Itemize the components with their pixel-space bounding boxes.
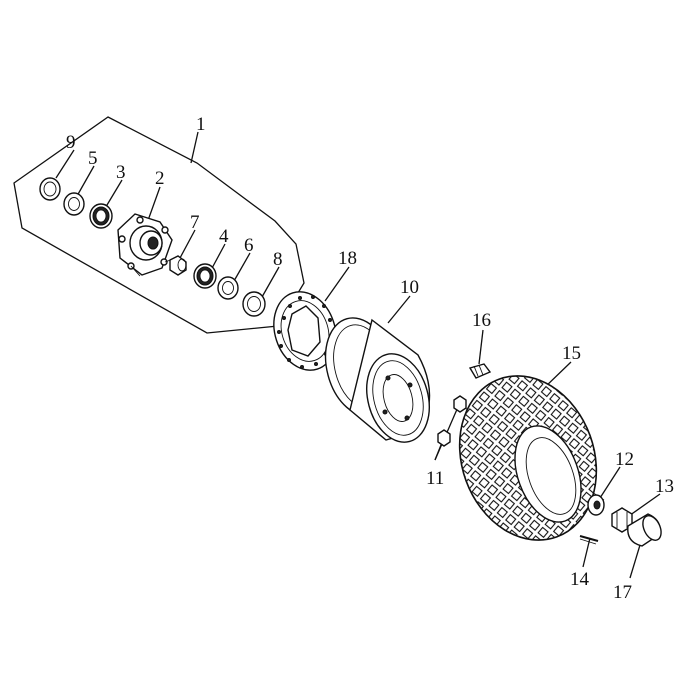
callout-10: 10 bbox=[400, 277, 419, 298]
part-3-bearing bbox=[89, 203, 113, 229]
callout-18: 18 bbox=[338, 248, 357, 269]
callout-5: 5 bbox=[88, 148, 98, 169]
callout-9: 9 bbox=[66, 132, 76, 153]
part-16-valve bbox=[468, 363, 492, 379]
callout-6: 6 bbox=[244, 235, 254, 256]
part-10-rim bbox=[324, 317, 431, 443]
part-17-cap bbox=[627, 513, 662, 547]
callout-15: 15 bbox=[562, 343, 581, 364]
callout-2: 2 bbox=[155, 168, 165, 189]
part-18-brake-disc bbox=[273, 291, 337, 371]
callout-4: 4 bbox=[219, 226, 229, 247]
callout-12: 12 bbox=[615, 449, 634, 470]
callout-14: 14 bbox=[570, 569, 590, 590]
callout-16: 16 bbox=[472, 310, 491, 331]
part-15-tire bbox=[458, 375, 598, 541]
part-14-cotter-pin bbox=[579, 535, 599, 545]
callout-13: 13 bbox=[655, 476, 674, 497]
part-11-lug-nuts bbox=[437, 395, 467, 447]
callout-7: 7 bbox=[190, 212, 200, 233]
part-12-washer bbox=[587, 494, 605, 516]
callout-3: 3 bbox=[116, 162, 126, 183]
callout-11: 11 bbox=[426, 468, 444, 489]
part-2-wheel-hub bbox=[117, 213, 177, 277]
part-4-bearing bbox=[193, 263, 217, 289]
part-9-seal bbox=[39, 177, 61, 201]
part-8-seal bbox=[242, 291, 266, 317]
callout-1: 1 bbox=[196, 114, 206, 135]
callout-numbers: 1 9 5 3 2 7 4 6 8 18 10 16 15 11 12 13 1… bbox=[66, 114, 674, 603]
part-5-ring bbox=[63, 192, 85, 216]
part-7-sleeve bbox=[169, 255, 187, 276]
part-6-ring bbox=[217, 276, 239, 300]
callout-8: 8 bbox=[273, 249, 283, 270]
callout-17: 17 bbox=[613, 582, 632, 603]
